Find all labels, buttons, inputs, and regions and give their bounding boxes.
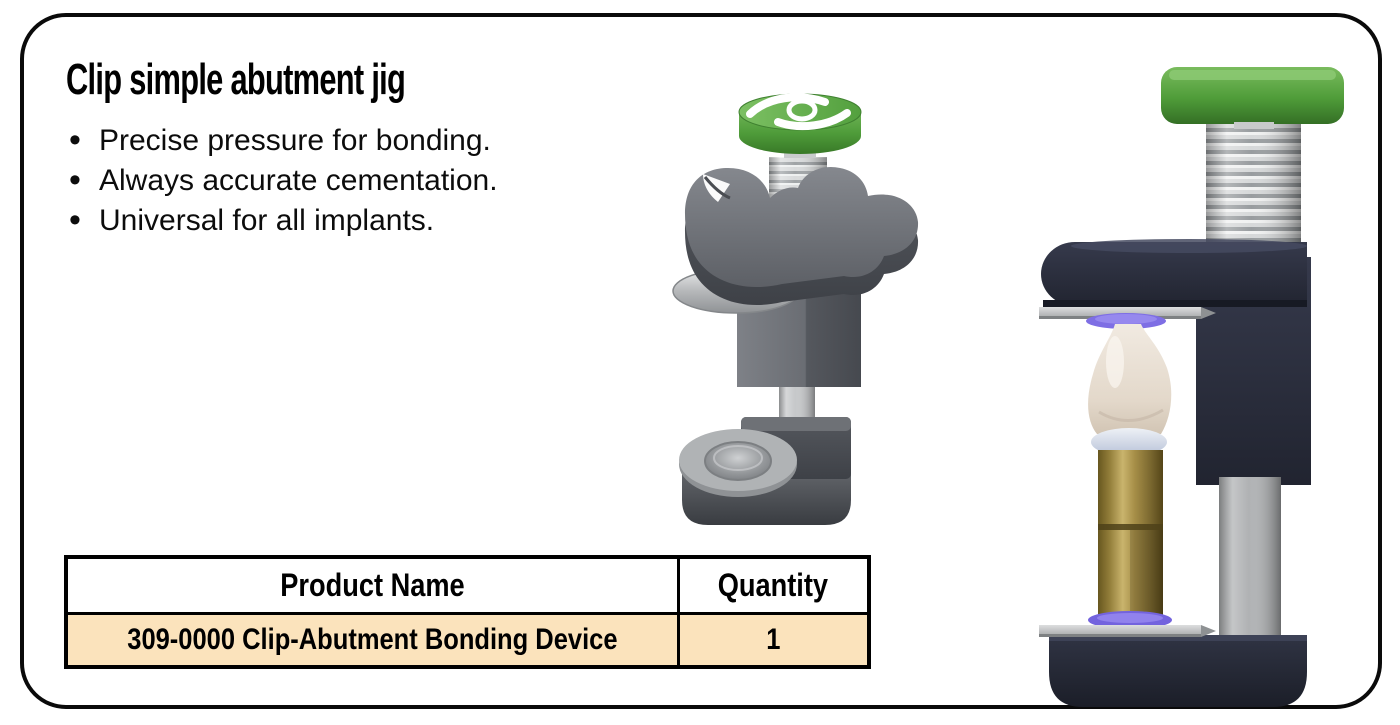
feature-item: Universal for all implants. bbox=[69, 200, 498, 241]
jig-clamping-illustration bbox=[1039, 67, 1344, 707]
column-header-quantity: Quantity bbox=[676, 555, 871, 615]
feature-item: Precise pressure for bonding. bbox=[69, 120, 498, 161]
jig-illustration bbox=[672, 93, 919, 525]
product-name-cell: 309-0000 Clip-Abutment Bonding Device bbox=[64, 611, 680, 669]
product-card: Clip simple abutment jig Precise pressur… bbox=[20, 13, 1382, 709]
column-header-product-name: Product Name bbox=[64, 555, 680, 615]
table-header-row: Product Name Quantity bbox=[64, 555, 871, 615]
feature-list: Precise pressure for bonding. Always acc… bbox=[69, 120, 498, 241]
quantity-cell: 1 bbox=[676, 611, 871, 669]
page-title: Clip simple abutment jig bbox=[66, 55, 406, 104]
product-image-clamping-closeup bbox=[1029, 62, 1349, 717]
table-row: 309-0000 Clip-Abutment Bonding Device 1 bbox=[64, 611, 871, 669]
feature-item: Always accurate cementation. bbox=[69, 160, 498, 201]
product-image-full-jig bbox=[632, 72, 967, 542]
product-table: Product Name Quantity 309-0000 Clip-Abut… bbox=[64, 555, 871, 669]
